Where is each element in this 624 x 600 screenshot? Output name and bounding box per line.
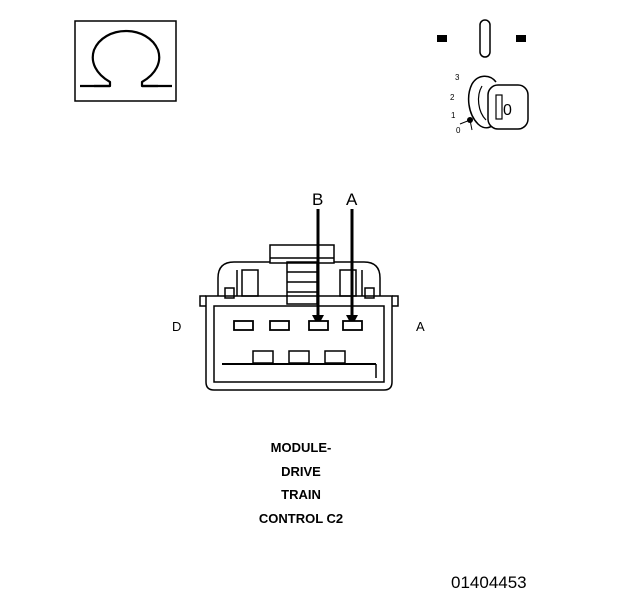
callout-pin-a: A [346,190,358,209]
side-label-a: A [416,319,425,334]
caption-line-4: CONTROL C2 [259,511,343,526]
caption-line-3: TRAIN [281,487,321,502]
document-id: 01404453 [451,573,527,592]
callout-pin-b: B [312,190,323,209]
pin-cavity-c [269,320,290,331]
ignition-position-0: 0 [456,126,461,135]
ohmmeter-icon [74,20,177,102]
caption-line-2: DRIVE [281,464,321,479]
callout-arrows [312,209,358,326]
connector-pins [233,320,363,331]
pin-cavity-b [308,320,329,331]
ignition-key-label: 0 [503,102,512,119]
pin-cavity-d [233,320,254,331]
ignition-position-1: 1 [451,111,456,120]
side-label-d: D [172,319,181,334]
pin-cavity-a [342,320,363,331]
caption-line-1: MODULE- [271,440,332,455]
ignition-position-3: 3 [455,73,460,82]
ignition-position-2: 2 [450,93,455,102]
connector-face [199,244,399,391]
ignition-key-icon [437,19,529,131]
